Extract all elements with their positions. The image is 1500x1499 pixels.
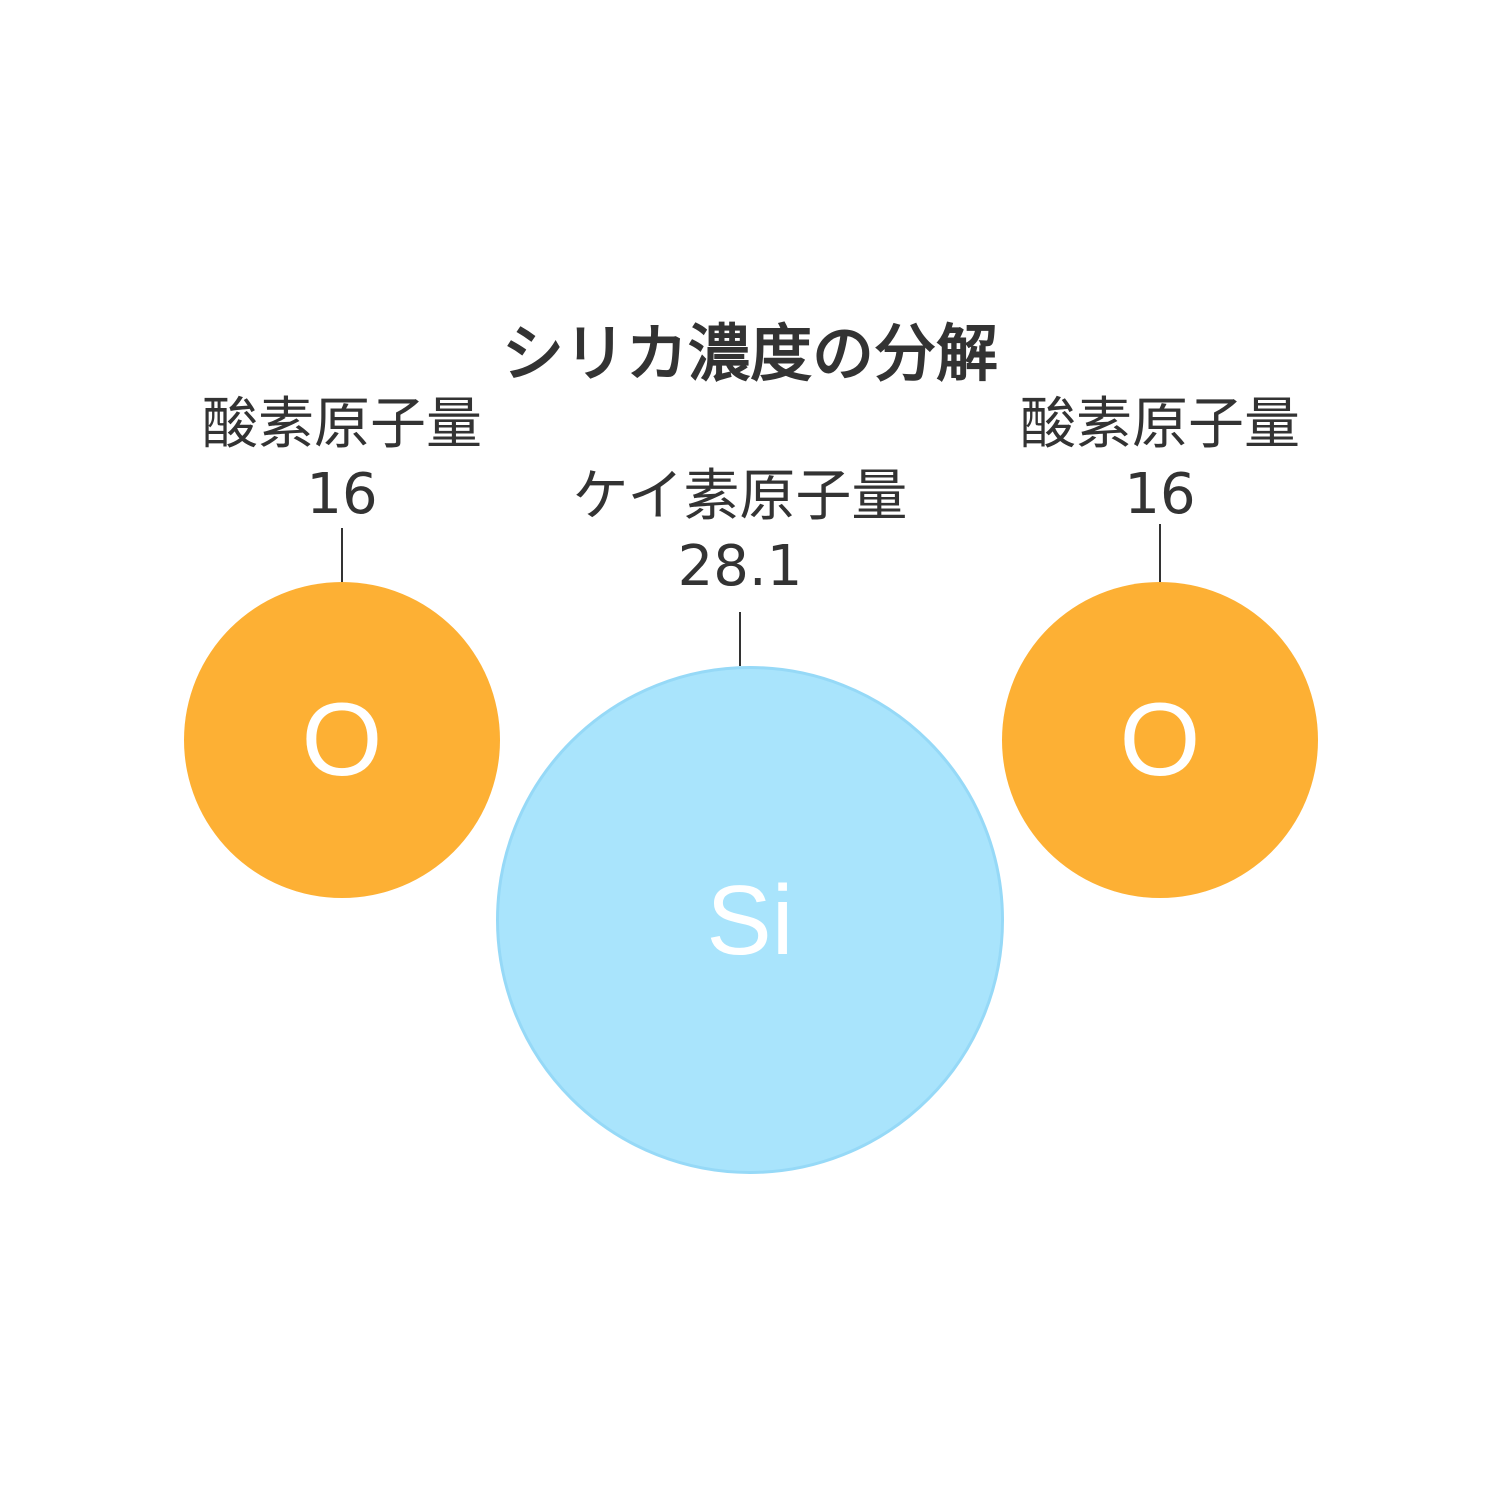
silicon-atom: Si (496, 666, 1004, 1174)
silicon-label-name: ケイ素原子量 (572, 464, 908, 529)
oxygen-right-leader-line (1159, 524, 1161, 582)
oxygen-left-label-name: 酸素原子量 (202, 392, 482, 457)
oxygen-left-symbol: O (301, 681, 383, 798)
oxygen-right-label: 酸素原子量 16 (1010, 390, 1310, 530)
silicon-leader-line (739, 612, 741, 666)
oxygen-right-label-name: 酸素原子量 (1020, 392, 1300, 457)
oxygen-left-label: 酸素原子量 16 (192, 390, 492, 530)
silicon-mass: 28.1 (677, 534, 803, 599)
oxygen-left-leader-line (341, 528, 343, 582)
silicon-symbol: Si (706, 864, 794, 975)
oxygen-right-mass: 16 (1124, 462, 1196, 527)
oxygen-atom-right: O (1002, 582, 1318, 898)
oxygen-left-mass: 16 (306, 462, 378, 527)
oxygen-right-symbol: O (1119, 681, 1201, 798)
oxygen-atom-left: O (184, 582, 500, 898)
silicon-label: ケイ素原子量 28.1 (540, 462, 940, 602)
diagram-title: シリカ濃度の分解 (501, 317, 998, 390)
